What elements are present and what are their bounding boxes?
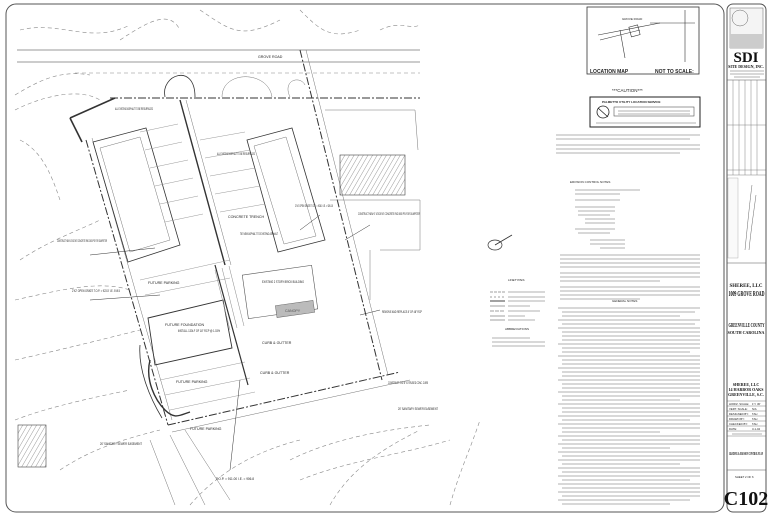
plan-label: T.O.P. = 911.00 I.E. = 906.8 xyxy=(216,477,254,481)
plan-label: CONSTRUCT NEW 10'X20'X6" CONCRETE PAD 30… xyxy=(57,239,107,243)
company-name: SITE DESIGN, INC. xyxy=(728,64,764,69)
plan-label: FUTURE FOUNDATION xyxy=(165,323,204,327)
info-label: VERT. SCALE: xyxy=(729,407,748,411)
plan-label: ALL EXISTING ASPHALT TO BE RESURFACED xyxy=(115,107,153,111)
sheet-title: GRADING & EROSION CONTROL PLAN xyxy=(729,452,763,456)
plan-label: CONSTRUCT 2'X6' 8" EXTRUDED CONC. CURB xyxy=(388,381,428,385)
project-address: 1009 GROVE ROAD xyxy=(729,290,765,298)
plan-label: TIE NEW ASPHALT TO EXISTING ASPHALT xyxy=(240,232,278,236)
map-road-label: GROVE ROAD xyxy=(622,17,643,21)
logo-text: SDI xyxy=(733,50,758,66)
info-label: CHECKED BY: xyxy=(729,422,748,426)
project-name: SHEREE, LLC xyxy=(729,284,762,289)
future-foundation xyxy=(147,299,233,366)
plan-label: 20' SANITARY SEWER EASEMENT xyxy=(100,442,143,446)
caution-box: ***CAUTION*** PALMETTO UTILITY LOCATION … xyxy=(589,88,701,128)
plan-label: CURB & GUTTER xyxy=(262,341,292,345)
erosion-notes-title: EROSION CONTROL NOTES xyxy=(570,180,610,184)
building-right xyxy=(246,127,326,253)
plan-label: REMOVE AND REPLACE 8' OF 48" RCP xyxy=(382,310,422,314)
plan-label: CURB & GUTTER xyxy=(260,371,290,375)
caution-title: ***CAUTION*** xyxy=(612,88,643,93)
plan-label: 2'X2' OPEN GRATE T.O.P. = 923.5' I.E. 91… xyxy=(72,289,120,293)
location-map: GROVE ROAD LOCATION MAP NOT TO SCALE: xyxy=(586,6,700,75)
sheet-number: C102 xyxy=(724,488,768,510)
plan-label: CONCRETE TRENCH xyxy=(228,215,264,219)
not-to-scale-label: NOT TO SCALE: xyxy=(655,69,694,75)
north-arrow-icon xyxy=(487,234,513,251)
state: SOUTH CAROLINA xyxy=(728,330,765,335)
title-block: SDI SITE DESIGN, INC. SHEREE, LLC 1009 G… xyxy=(724,3,768,513)
building-left xyxy=(92,127,181,263)
general-notes-title: GENERAL NOTES xyxy=(612,299,637,303)
plan-label: 20' SANITARY SEWER EASEMENT xyxy=(398,407,439,411)
sdi-logo-icon xyxy=(729,7,764,49)
notes: EROSION CONTROL NOTES LINETYPES ABBREVIA… xyxy=(490,134,700,505)
info-value: 3-1-04 xyxy=(752,427,761,431)
info-value: TAH xyxy=(752,422,757,426)
info-value: TAH xyxy=(752,417,757,421)
info-value: N/A xyxy=(752,407,757,411)
abbreviations-title: ABBREVIATIONS xyxy=(505,327,529,331)
engineer-seal xyxy=(727,177,757,259)
plan-label: ALL EXISTING ASPHALT TO BE RESURFACED xyxy=(217,152,255,156)
plan-label: 2'X4' OPEN GRATE T.O.P. = 928.0 I.E. = 9… xyxy=(295,204,333,208)
canopy-label: CANOPY xyxy=(285,309,301,313)
county: GREENVILLE COUNTY xyxy=(729,322,765,329)
info-label: DRAWN BY: xyxy=(729,417,745,421)
plan-label: EXISTING 2 STORY BRICK BUILDING xyxy=(262,280,304,284)
road-label: GROVE ROAD xyxy=(258,55,283,59)
sheet-of: SHEET 2 OF 6 xyxy=(735,475,754,479)
plan-label: FUTURE PARKING xyxy=(148,281,180,285)
location-map-title: LOCATION MAP xyxy=(590,69,629,75)
site-plan: GROVE ROAD ALL EXISTING ASPHALT TO BE RE… xyxy=(14,9,513,506)
info-value: 1"= 30' xyxy=(752,402,761,406)
info-label: HORIZ. SCALE: xyxy=(729,402,749,406)
info-label: DATE: xyxy=(729,427,737,431)
client-address-1: 14 HARBOR OAKS xyxy=(729,387,765,392)
plan-label: FUTURE PARKING xyxy=(190,427,222,431)
linetypes-title: LINETYPES xyxy=(508,278,525,282)
plan-label: INSTALL 130LF OF 18" RCP @ 1.03% xyxy=(178,329,221,333)
client-address-2: GREENVILLE, S.C. xyxy=(728,392,764,397)
canopy xyxy=(275,300,315,318)
plan-label: CONSTRUCT NEW 6" 10'X20'X6" CONCRETE PAD… xyxy=(358,212,420,216)
utility-logo-icon xyxy=(596,105,610,119)
hatched-area xyxy=(339,154,406,196)
info-table: HORIZ. SCALE:1"= 30' VERT. SCALE: N/A DES… xyxy=(727,400,766,437)
client-name: SHEREE, LLC xyxy=(733,382,760,387)
info-value: TAH xyxy=(752,412,757,416)
sheet-border xyxy=(5,3,725,513)
utility-service-label: PALMETTO UTILITY LOCATION SERVICE xyxy=(602,100,661,104)
info-label: DESIGNED BY: xyxy=(729,412,749,416)
plan-label: FUTURE PARKING xyxy=(176,380,208,384)
